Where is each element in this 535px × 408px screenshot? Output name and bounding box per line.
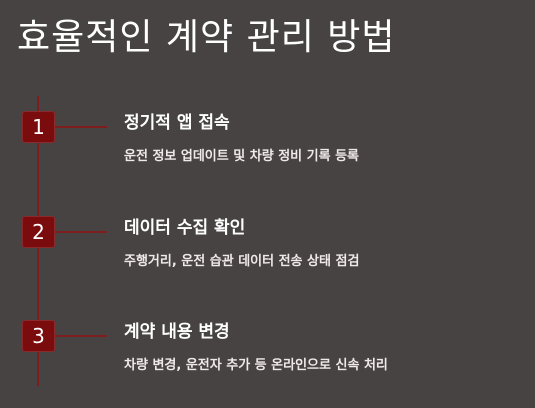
page-title: 효율적인 계약 관리 방법 — [17, 17, 396, 58]
step-title: 계약 내용 변경 — [124, 322, 230, 342]
step-connector — [55, 231, 107, 233]
step-description: 주행거리, 운전 습관 데이터 전송 상태 점검 — [124, 254, 360, 269]
step-title: 데이터 수집 확인 — [124, 218, 246, 238]
step-connector — [55, 335, 107, 337]
step-title: 정기적 앱 접속 — [124, 113, 230, 133]
step-number-badge: 3 — [22, 320, 55, 352]
step-2: 2 데이터 수집 확인 주행거리, 운전 습관 데이터 전송 상태 점검 — [0, 215, 535, 275]
step-1: 1 정기적 앱 접속 운전 정보 업데이트 및 차량 정비 기록 등록 — [0, 110, 535, 170]
step-number-badge: 2 — [22, 216, 55, 248]
step-description: 운전 정보 업데이트 및 차량 정비 기록 등록 — [124, 149, 360, 164]
step-description: 차량 변경, 운전자 추가 등 온라인으로 신속 처리 — [124, 358, 388, 373]
step-connector — [55, 126, 107, 128]
step-number-badge: 1 — [22, 111, 55, 143]
step-3: 3 계약 내용 변경 차량 변경, 운전자 추가 등 온라인으로 신속 처리 — [0, 319, 535, 379]
